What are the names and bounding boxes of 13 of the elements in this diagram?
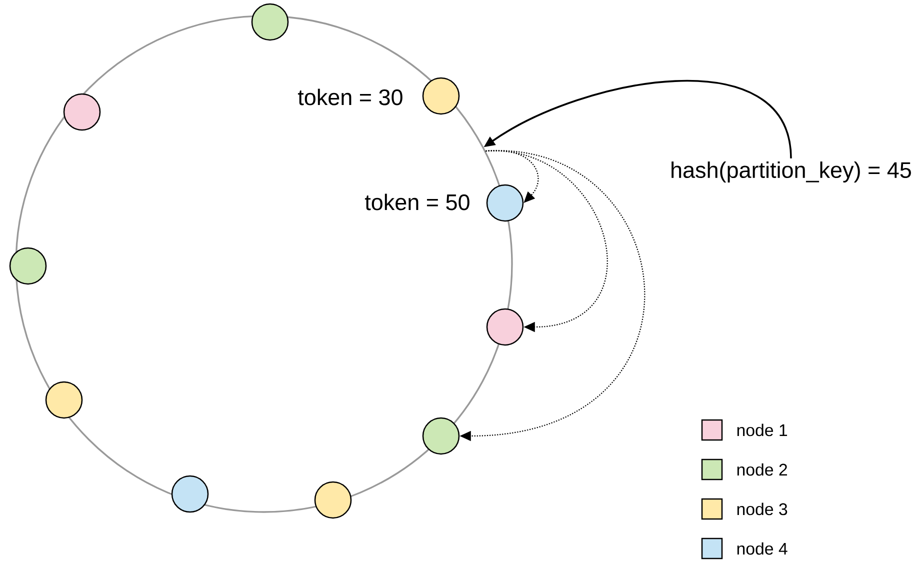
token-label: token = 30 [298,88,402,106]
legend-label: node 3 [737,502,788,516]
node-circle [486,184,524,222]
hash-text: hash(partition_key) = 45 [672,162,911,182]
legend-label: node 2 [737,463,787,476]
arrow [486,150,539,203]
node-circle [486,308,524,346]
node-circle [314,481,352,519]
legend-label: node 1 [737,424,788,436]
node-circle [9,247,47,285]
token-label: token = 50 [364,194,470,210]
node-circle [251,3,289,41]
legend-label: node 4 [737,542,788,555]
